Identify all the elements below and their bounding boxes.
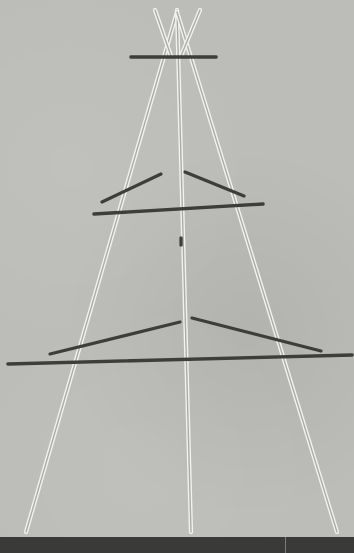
left-pole (26, 12, 177, 532)
lower-left-strut (50, 322, 180, 354)
right-pole (177, 12, 337, 532)
middle-left-strut (102, 174, 161, 202)
bottom-crossbar (8, 355, 352, 364)
lower-right-strut (192, 318, 321, 351)
middle-right-strut (185, 172, 244, 196)
bottom-strip (0, 537, 354, 553)
strip-divider (285, 537, 286, 553)
center-pole (177, 10, 191, 532)
